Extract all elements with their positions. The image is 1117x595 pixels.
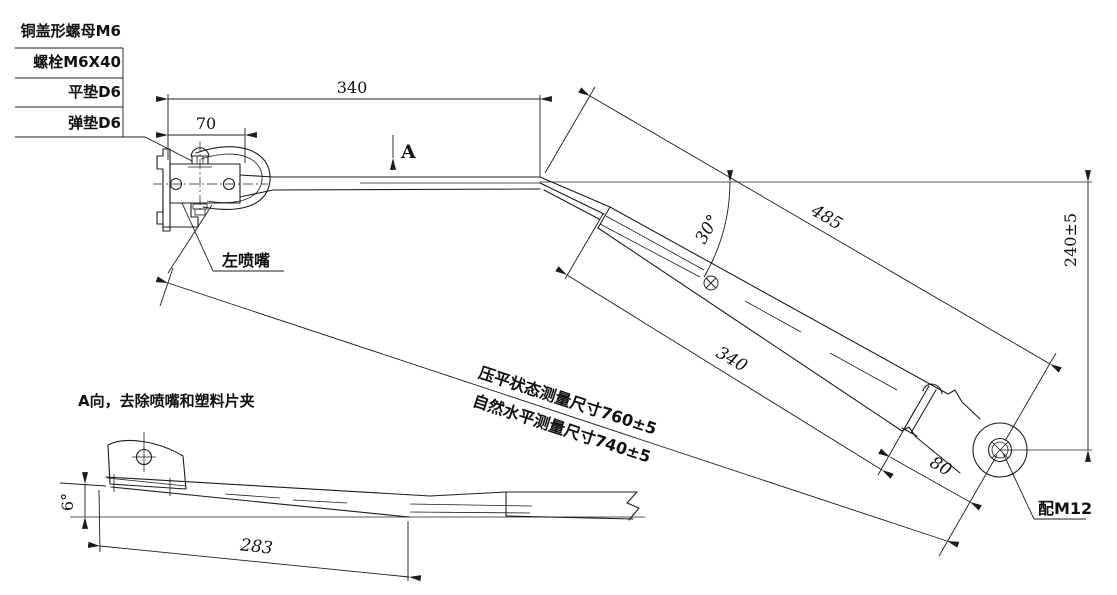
left-nozzle-leaders [167, 202, 214, 274]
dim-overall-measure: 压平状态测量尺寸760±5 自然水平测量尺寸740±5 [155, 267, 960, 548]
head-block [169, 163, 241, 204]
nozzle-bracket [162, 202, 199, 228]
main-view-head [153, 141, 271, 232]
part-label-spring-washer: 弹垫D6 [68, 114, 121, 132]
part-label-flat-washer: 平垫D6 [68, 83, 121, 101]
dim-upper-arm-485: 485 [544, 86, 1062, 442]
fit-m12-callout: 配M12 [1002, 452, 1092, 520]
nut-body [191, 155, 209, 165]
dim-arm-top-340: 340 [156, 78, 552, 177]
section-letter: A [400, 141, 416, 163]
dim-blade-283-label: 283 [238, 535, 273, 558]
part-label-cap-nut: 铜盖形螺母M6 [21, 22, 121, 40]
dim-upper-arm-485-label: 485 [807, 200, 846, 234]
dim-arm-top-340-label: 340 [337, 78, 368, 97]
dim-rake-6-label: 6° [58, 493, 77, 511]
section-marker-a: A [389, 135, 416, 170]
view-a: A向，去除喷嘴和塑料片夹 6° 283 [58, 392, 645, 582]
dim-height-240: 240±5 [1061, 170, 1092, 462]
parts-leader-line [123, 136, 193, 162]
head-hole-left [169, 177, 183, 191]
dim-head-70: 70 [156, 114, 257, 163]
dim-bend-angle-30: 30° [691, 170, 734, 291]
arm-bend-section [539, 176, 611, 220]
cap-nut-dome [190, 147, 210, 157]
dim-lower-arm-340: 340 [555, 213, 916, 479]
view-a-break-line [626, 491, 640, 521]
part-label-bolt: 螺栓M6X40 [33, 53, 121, 71]
dim-tip-80-label: 80 [926, 453, 955, 481]
arm-bottom-edge [239, 188, 541, 198]
dim-lower-arm-340-label: 340 [712, 343, 750, 377]
retainer-loop-inner [200, 153, 263, 203]
view-a-arm-bottom [110, 486, 410, 518]
dim-bend-angle-30-label: 30° [691, 211, 723, 247]
view-a-head-block [107, 440, 187, 490]
fit-m12-leader [1002, 452, 1035, 520]
view-a-arm-top [105, 476, 638, 497]
left-nozzle-callout: 左喷嘴 [167, 202, 284, 274]
view-a-note: A向，去除喷嘴和塑料片夹 [78, 392, 255, 410]
dim-tip-80: 80 [878, 448, 998, 557]
dim-head-70-label: 70 [196, 114, 216, 133]
left-nozzle-label: 左喷嘴 [221, 251, 270, 270]
fit-m12-label: 配M12 [1038, 499, 1092, 518]
arm-top-edge [239, 174, 541, 178]
parts-callout: 铜盖形螺母M6 螺栓M6X40 平垫D6 弹垫D6 [15, 22, 193, 162]
retainer-loop-outer [195, 146, 271, 210]
dim-height-240-label: 240±5 [1061, 213, 1080, 267]
